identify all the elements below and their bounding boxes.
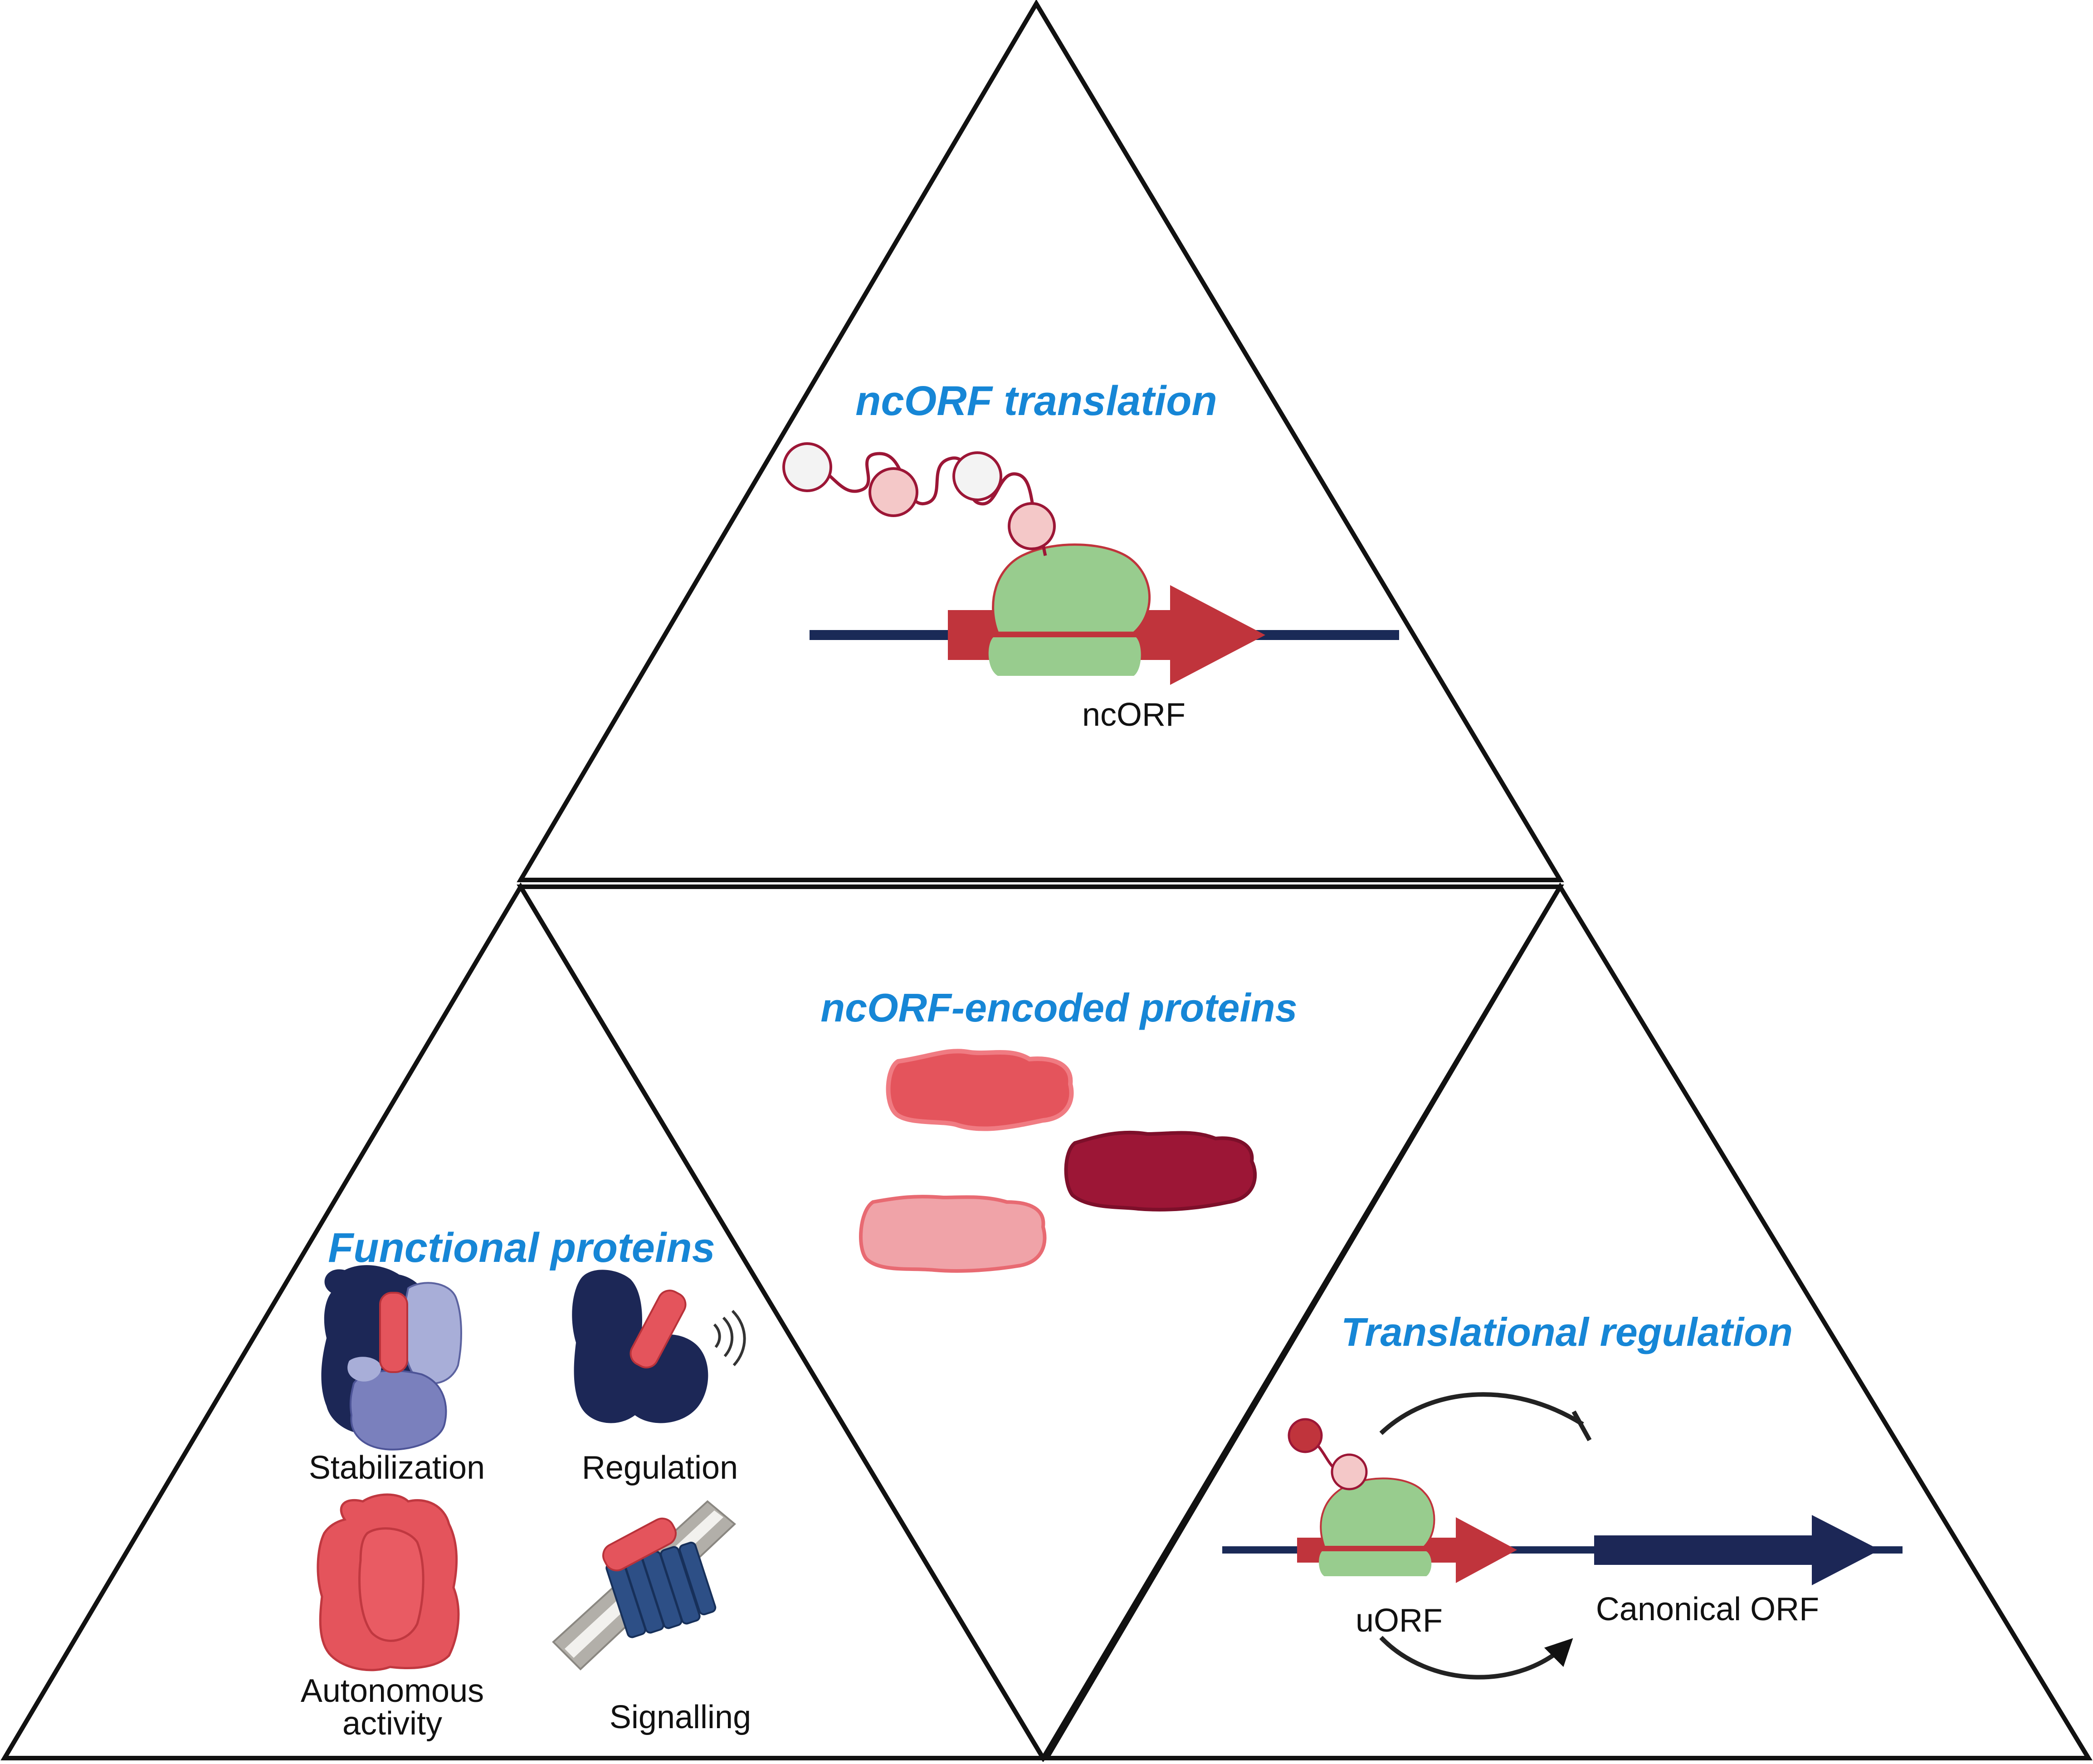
left-panel-art <box>317 1265 746 1671</box>
right-panel-art <box>1222 1392 1903 1680</box>
signal-wave <box>722 1316 734 1357</box>
inhibition-bar <box>1571 1410 1592 1441</box>
autonomous-complex <box>317 1493 460 1671</box>
ribosome-small-subunit <box>988 637 1141 676</box>
signalling-label: Signalling <box>609 1699 751 1735</box>
ribosome-large-subunit <box>992 543 1151 634</box>
left-panel-title: Functional proteins <box>328 1225 715 1271</box>
center-panel-art <box>859 1049 1257 1273</box>
canonical-orf-label: Canonical ORF <box>1595 1591 1820 1627</box>
signal-wave <box>713 1323 721 1348</box>
right-triangle <box>1043 882 2093 1760</box>
protein-blob-pink <box>886 1049 1074 1131</box>
right-panel-title: Translational regulation <box>1341 1310 1793 1354</box>
lavender-protein <box>402 1282 462 1384</box>
stabilization-complex <box>321 1265 462 1451</box>
inhibition-curve <box>1379 1392 1584 1435</box>
protein-blob-light <box>859 1195 1047 1273</box>
peptide-residue <box>868 467 918 517</box>
center-panel-title: ncORF-encoded proteins <box>820 985 1298 1030</box>
autonomous-blob-inner <box>358 1527 424 1642</box>
top-triangle <box>517 0 1564 882</box>
ncorf-peptide-sig <box>602 1517 677 1572</box>
canonical-orf-arrow <box>1594 1515 1880 1585</box>
ncorf-label: ncORF <box>1082 697 1186 733</box>
violet-protein <box>349 1369 447 1451</box>
stabilization-label: Stabilization <box>308 1450 485 1486</box>
uorf-arrow <box>1297 1517 1517 1583</box>
top-panel-title: ncORF translation <box>855 378 1217 424</box>
regulation-label: Regulation <box>581 1450 738 1486</box>
ribosome-large-right <box>1320 1477 1435 1548</box>
signal-wave <box>731 1310 746 1367</box>
autonomous-label-line1: Autonomous <box>300 1673 484 1709</box>
uorf-label: uORF <box>1355 1603 1443 1639</box>
small-lavender <box>347 1357 381 1382</box>
peptide-residue <box>952 451 1002 501</box>
peptide-residue <box>1008 502 1056 550</box>
signalling-complex <box>552 1500 737 1671</box>
peptide-residue <box>1288 1418 1323 1453</box>
activation-curve <box>1379 1636 1573 1680</box>
protein-blob-dark <box>1064 1130 1257 1212</box>
peptide-residue <box>1331 1453 1368 1490</box>
nascent-peptide <box>807 452 1047 556</box>
ribosome-small-right <box>1319 1551 1432 1576</box>
autonomous-label-line2: activity <box>342 1705 443 1742</box>
top-panel-art <box>782 442 1399 685</box>
peptide-residue <box>782 442 832 492</box>
ncorf-peptide-stab <box>379 1292 408 1373</box>
ncorf-peptide-reg <box>629 1290 687 1368</box>
regulation-complex <box>572 1270 746 1423</box>
